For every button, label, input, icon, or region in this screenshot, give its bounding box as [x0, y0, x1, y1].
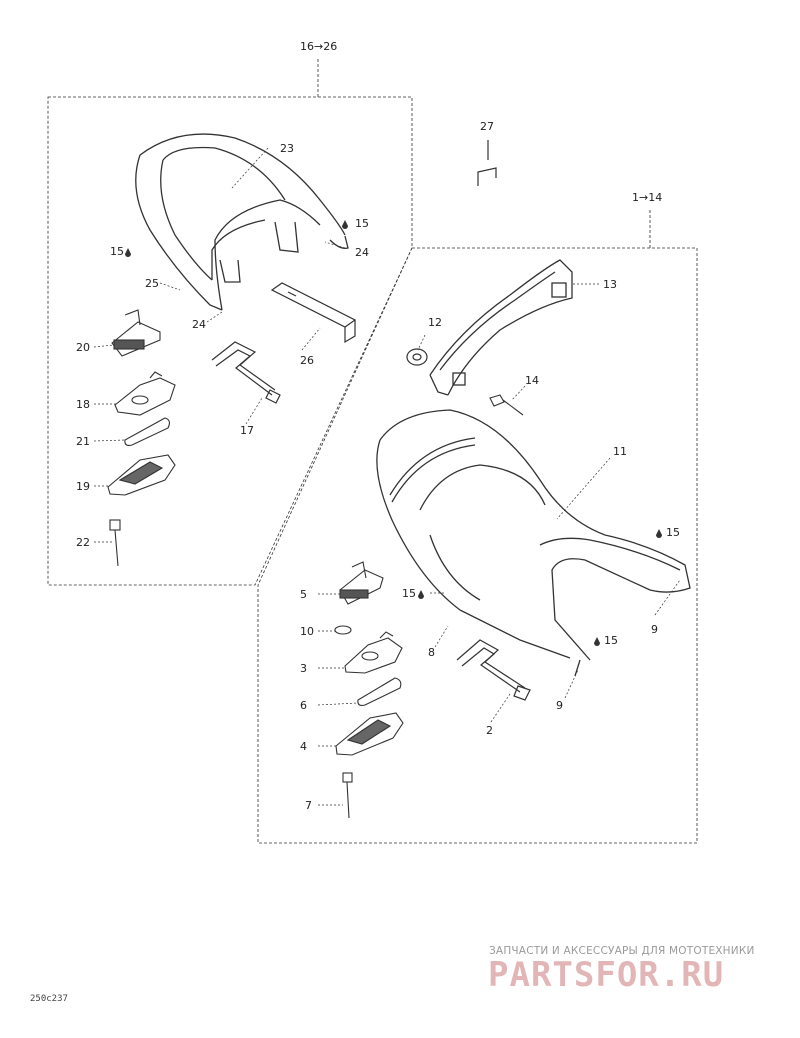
callout-18: 18 [76, 398, 90, 411]
callout-2: 2 [486, 724, 493, 737]
group-label-right: 1→14 [632, 191, 662, 204]
latch-5 [339, 561, 384, 605]
callout-9: 9 [556, 699, 563, 712]
watermark-tagline: ЗАПЧАСТИ И АКСЕССУАРЫ ДЛЯ МОТОТЕХНИКИ [489, 945, 755, 957]
callout-8: 8 [428, 646, 435, 659]
lubricant-drop-icons [125, 220, 662, 646]
base-19 [107, 454, 176, 496]
plate-18 [114, 371, 176, 416]
callout-23: 23 [280, 142, 294, 155]
callout-6: 6 [300, 699, 307, 712]
drop-icon [418, 590, 424, 599]
callout-11: 11 [613, 445, 627, 458]
callout-24: 24 [192, 318, 206, 331]
gasket-21 [124, 417, 171, 446]
passenger-seat-23 [135, 133, 349, 311]
leader-lines [93, 147, 681, 806]
seat-11 [376, 409, 691, 677]
callout-26: 26 [300, 354, 314, 367]
drop-icon [125, 248, 131, 257]
drop-icon [656, 529, 662, 538]
group-label-left: 16→26 [300, 40, 337, 53]
callout-15: 15 [402, 587, 416, 600]
callout-15: 15 [604, 634, 618, 647]
drop-icon [342, 220, 348, 229]
callout-15: 15 [666, 526, 680, 539]
callout-12: 12 [428, 316, 442, 329]
rivet-7 [342, 772, 353, 819]
callout-10: 10 [300, 625, 314, 638]
strap-27 [477, 140, 497, 186]
bracket-26 [270, 282, 357, 344]
key-17 [211, 341, 281, 404]
drop-icon [594, 637, 600, 646]
callout-3: 3 [300, 662, 307, 675]
drawing-code: 250c237 [30, 994, 68, 1004]
callout-4: 4 [300, 740, 307, 753]
callout-9: 9 [651, 623, 658, 636]
callout-14: 14 [525, 374, 539, 387]
gasket-6 [357, 677, 402, 706]
key-2 [456, 639, 531, 701]
callout-21: 21 [76, 435, 90, 448]
callout-24: 24 [355, 246, 369, 259]
latch-20 [111, 309, 161, 357]
screw-14 [489, 394, 524, 416]
base-4 [335, 712, 404, 756]
callout-5: 5 [300, 588, 307, 601]
washer-10 [334, 625, 352, 635]
callout-17: 17 [240, 424, 254, 437]
watermark-logo: PARTSFOR.RU [488, 955, 725, 995]
callout-20: 20 [76, 341, 90, 354]
callout-19: 19 [76, 480, 90, 493]
callout-13: 13 [603, 278, 617, 291]
group-frame-left [47, 58, 413, 586]
grab-handle-13 [429, 259, 573, 396]
rivet-22 [109, 519, 121, 567]
callout-22: 22 [76, 536, 90, 549]
callout-7: 7 [305, 799, 312, 812]
callout-25: 25 [145, 277, 159, 290]
plate-3 [344, 631, 403, 674]
group-label-strap: 27 [480, 120, 494, 133]
bushing-12 [406, 348, 428, 366]
group-frame-right [257, 210, 698, 844]
callout-15: 15 [355, 217, 369, 230]
callout-15: 15 [110, 245, 124, 258]
